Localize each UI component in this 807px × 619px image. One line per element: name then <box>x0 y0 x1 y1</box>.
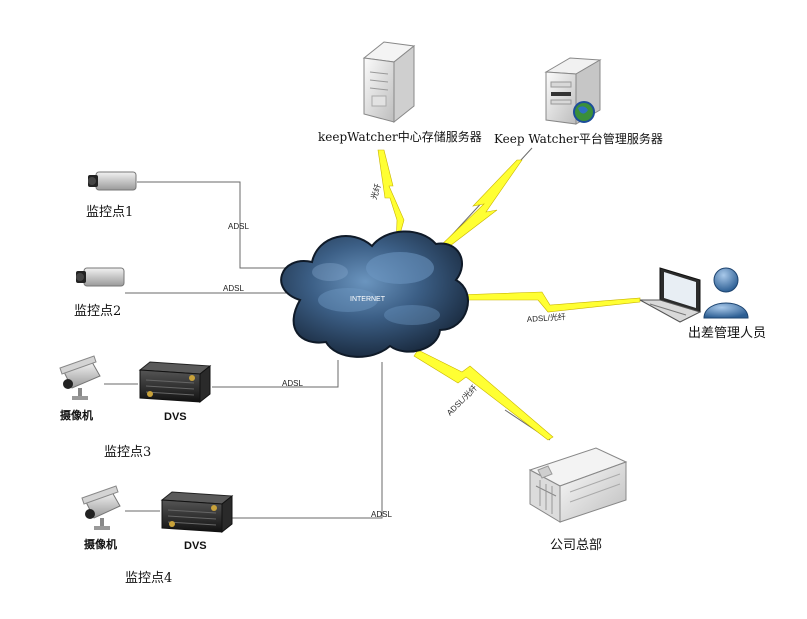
site4-camera-icon <box>81 485 121 530</box>
headquarters-label: 公司总部 <box>550 538 603 553</box>
link-label-site3: ADSL <box>282 379 303 388</box>
bolt-traveler-icon <box>454 291 641 313</box>
site4-label: 监控点4 <box>125 571 173 586</box>
site4-dvs-icon <box>160 491 234 534</box>
site3-label: 监控点3 <box>104 445 152 460</box>
site3-dvs-label: DVS <box>164 411 187 423</box>
site4-dvs-label: DVS <box>184 540 207 552</box>
site2-label: 监控点2 <box>74 304 122 319</box>
storage-server-label: keepWatcher中心存储服务器 <box>318 130 482 144</box>
link-site4 <box>230 362 383 519</box>
cloud-label: INTERNET <box>350 296 386 303</box>
person-icon <box>703 267 749 319</box>
headquarters-building-icon <box>528 447 628 523</box>
site1-camera-icon <box>88 171 137 191</box>
site3-camera-icon <box>59 355 101 400</box>
platform-server-label: Keep Watcher平台管理服务器 <box>494 132 663 146</box>
link-label-site1: ADSL <box>228 222 249 231</box>
link-label-site4: ADSL <box>371 510 392 519</box>
link-label-site2: ADSL <box>223 284 244 293</box>
site2-camera-icon <box>76 267 125 287</box>
site4-camera-label: 摄像机 <box>84 539 117 551</box>
site3-camera-label: 摄像机 <box>60 410 93 422</box>
link-label-hq: ADSL/光纤 <box>444 383 479 418</box>
storage-server-icon <box>362 41 416 124</box>
platform-server-icon <box>544 57 602 125</box>
traveler-label: 出差管理人员 <box>688 326 767 341</box>
link-label-traveler: ADSL/光纤 <box>526 311 566 324</box>
internet-cloud-icon: INTERNET <box>280 230 469 358</box>
bolt-hq-icon <box>413 349 554 441</box>
lightning-bolts <box>377 149 641 441</box>
site1-label: 监控点1 <box>86 205 134 220</box>
site3-dvs-icon <box>138 361 212 404</box>
link-site3 <box>212 360 339 388</box>
laptop-icon <box>639 267 702 323</box>
link-label-storage-fiber: 光纤 <box>368 182 382 200</box>
